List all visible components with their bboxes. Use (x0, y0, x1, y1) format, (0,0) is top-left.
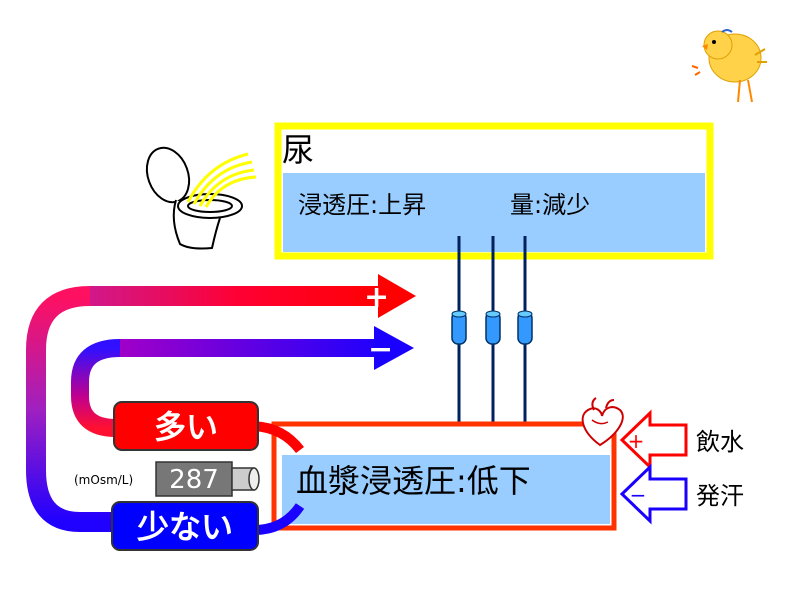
urine-title: 尿 (282, 131, 314, 169)
few-label-box: 少ない (111, 501, 259, 551)
tube-icon (451, 310, 467, 345)
plasma-label: 血漿浸透圧:低下 (296, 462, 531, 500)
drinking-label: 飲水 (696, 428, 744, 456)
toilet-icon (145, 146, 257, 250)
tube-icon (485, 310, 501, 345)
few-label: 少ない (137, 508, 233, 546)
inner-feedback-loop (71, 339, 380, 437)
osmolality-gauge: (mOsm/L) 287 (74, 461, 260, 497)
urine-volume-label: 量:減少 (510, 191, 590, 219)
drinking-arrow: + (619, 409, 688, 471)
tube-icon (517, 310, 533, 345)
many-label: 多い (154, 408, 218, 446)
plasma-box: 血漿浸透圧:低下 (271, 421, 617, 531)
plus-arrow: + (90, 274, 416, 318)
minus-arrow: − (120, 326, 414, 370)
reabsorption-arrows (451, 236, 533, 446)
outer-feedback-loop (26, 286, 380, 532)
drinking-plus-symbol: + (628, 429, 645, 453)
sweating-arrow: − (619, 463, 688, 525)
chick-icon (691, 29, 767, 103)
many-label-box: 多い (113, 401, 259, 451)
urine-osmolality-label: 浸透圧:上昇 (298, 191, 426, 219)
minus-symbol: − (368, 332, 393, 367)
heart-icon (581, 397, 624, 447)
gauge-unit: (mOsm/L) (74, 473, 133, 487)
sweating-label: 発汗 (696, 482, 744, 510)
plus-symbol: + (364, 280, 389, 315)
sweating-minus-symbol: − (630, 483, 647, 507)
gauge-value: 287 (169, 465, 219, 495)
